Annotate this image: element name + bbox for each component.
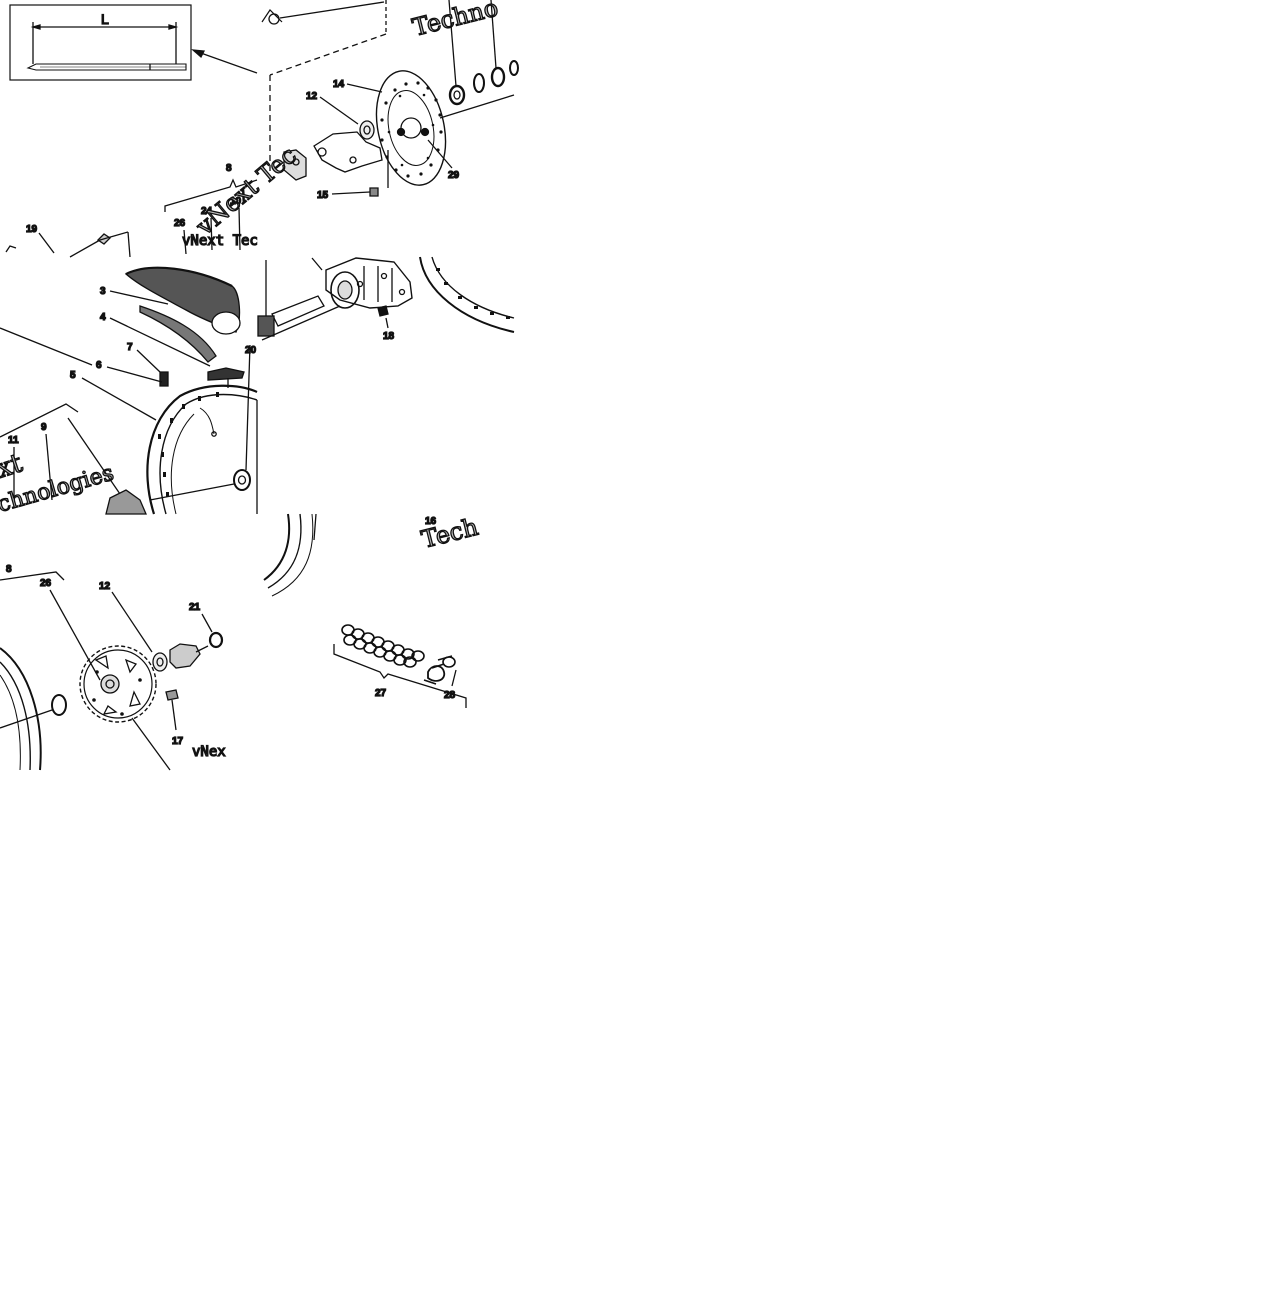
- part-caliper-bracket: [283, 131, 383, 181]
- part-12-spacer-top: 12: [305, 90, 375, 140]
- tile-bottom-left: 8 26 12: [0, 563, 226, 771]
- callout-4: 4: [100, 312, 106, 323]
- part-rear-wheel-rim: [419, 256, 515, 333]
- callout-21: 21: [189, 602, 201, 613]
- part-5-rim: 5: [69, 369, 258, 515]
- callout-15: 15: [317, 190, 329, 201]
- part-3-tire: 3: [99, 266, 241, 363]
- callout-8-bottom: 8: [6, 564, 12, 575]
- callout-12-top: 12: [306, 91, 318, 102]
- part-12-spacer-bottom: 12: [98, 580, 168, 672]
- callout-8-top: 8: [226, 163, 232, 174]
- part-rear-hub: [325, 257, 413, 309]
- watermark-vnex: vNex: [192, 744, 226, 760]
- callout-7: 7: [127, 342, 133, 353]
- callout-11: 11: [8, 435, 19, 446]
- callout-28: 28: [444, 690, 456, 701]
- watermark-vnext-top: vNext Tec: [182, 233, 258, 249]
- inset-dimension-label: L: [101, 11, 109, 27]
- part-14-brake-disc: 14 29: [332, 70, 460, 186]
- bracket-8-top: 8 26 24 10: [164, 162, 258, 255]
- callout-16: 16: [425, 516, 437, 527]
- callout-27: 27: [375, 688, 387, 699]
- part-bearing-seals: [448, 0, 519, 106]
- callout-26-bottom: 26: [40, 578, 52, 589]
- part-28-master-link: 28: [423, 655, 457, 702]
- callout-20: 20: [245, 345, 257, 356]
- part-27-drive-chain: 27: [333, 624, 467, 708]
- tile-top-right: 14 29 12 15: [261, 0, 519, 202]
- callout-17: 17: [172, 736, 184, 747]
- watermark-techno: Techno: [410, 0, 501, 42]
- tile-middle-right: 20 18: [244, 256, 515, 357]
- watermark-vne: vNext Tec: [190, 141, 302, 241]
- callout-24: 24: [201, 206, 213, 217]
- tile-bottom-right: 16 Tech 27 28: [263, 512, 482, 708]
- callout-29: 29: [448, 170, 460, 181]
- callout-3: 3: [100, 286, 106, 297]
- callout-14: 14: [333, 79, 345, 90]
- callout-12-bottom: 12: [99, 581, 111, 592]
- axle-length-inset: L: [9, 4, 192, 81]
- tile-top-left: L 8 26 24 10 19 vNext Tec: [5, 4, 259, 258]
- callout-19: 19: [26, 224, 38, 235]
- callout-10: 10: [230, 196, 242, 207]
- tile-middle-left: 3 4 7 6 5: [0, 140, 302, 518]
- callout-5: 5: [70, 370, 76, 381]
- part-26-sprocket: 26: [39, 577, 171, 771]
- callout-9: 9: [41, 422, 47, 433]
- callout-26-top: 26: [174, 218, 186, 229]
- callout-6: 6: [96, 360, 102, 371]
- part-20-bearing: 20: [244, 260, 341, 357]
- callout-18: 18: [383, 331, 395, 342]
- part-19-axle: 19: [5, 223, 131, 258]
- watermark-xt: xt: [0, 448, 27, 484]
